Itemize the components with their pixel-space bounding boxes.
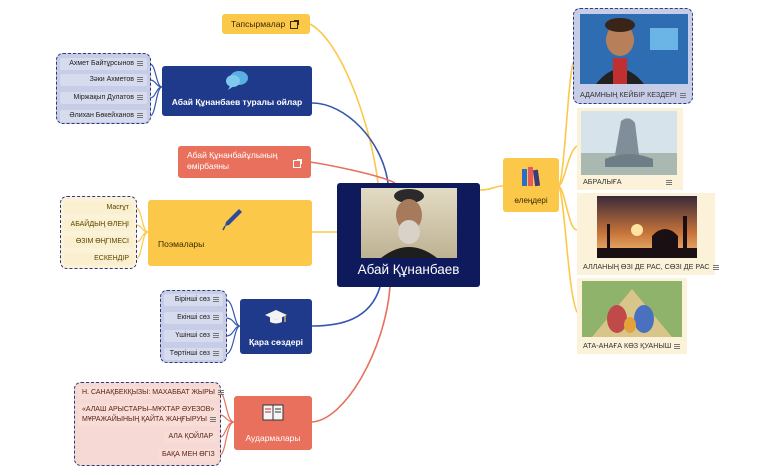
books-icon: [522, 167, 541, 187]
words-node[interactable]: Қара сөздері: [240, 299, 312, 354]
biography-label-line1: Абай Құнанбайұлының: [187, 150, 278, 160]
translations-node[interactable]: Аудармалары: [234, 396, 312, 450]
translation-item[interactable]: «АЛАШ АРЫСТАРЫ–МҰХТАР ӘУЕЗОВ» МҰРАЖАЙЫНЫ…: [78, 404, 217, 426]
word-item[interactable]: Екінші сөз: [164, 312, 223, 324]
mosque-sunset-image: [597, 196, 697, 258]
translation-item[interactable]: БАҚА МЕН ӨГІЗ: [158, 449, 217, 461]
center-title: Абай Құнанбаев: [357, 262, 460, 277]
tasks-node[interactable]: Тапсырмалар: [222, 14, 310, 34]
chat-bubble-icon: [226, 71, 248, 90]
notes-icon: [137, 60, 143, 66]
word-item[interactable]: Үшінші сөз: [164, 330, 223, 342]
notes-icon: [213, 350, 219, 356]
portrait-image: [361, 188, 457, 258]
poems-label: Поэмалары: [158, 239, 205, 249]
song-card[interactable]: АБРАЛЫҒА: [577, 108, 683, 190]
thought-item[interactable]: Әлихан Бөкейханов: [60, 110, 147, 122]
poem-item[interactable]: ӨЗІМ ӨҢГІМЕСІ: [64, 236, 133, 248]
notes-icon: [213, 314, 219, 320]
thought-item[interactable]: Ахмет Байтұрсынов: [60, 58, 147, 70]
notes-icon: [679, 92, 686, 98]
songs-node[interactable]: өлеңдері: [503, 158, 559, 212]
word-item[interactable]: Бірінші сөз: [164, 294, 223, 306]
song-card[interactable]: АЛЛАНЫҢ ӨЗІ ДЕ РАС, СӨЗІ ДЕ РАС: [577, 193, 719, 275]
biography-node[interactable]: Абай Құнанбайұлының өмірбаяны: [178, 146, 311, 178]
notes-icon: [137, 112, 143, 118]
tasks-label: Тапсырмалар: [231, 19, 286, 29]
songs-label: өлеңдері: [514, 196, 548, 205]
poem-item[interactable]: Масғұт: [64, 202, 133, 214]
notes-icon: [137, 94, 143, 100]
words-label: Қара сөздері: [248, 337, 304, 347]
poem-item[interactable]: АБАЙДЫҢ ӨЛЕҢІ: [64, 219, 133, 231]
song-card[interactable]: АТА-АНАҒА КӨЗ ҚУАНЫШ: [577, 278, 687, 354]
book-icon: [262, 404, 284, 421]
notes-icon: [665, 179, 672, 185]
thoughts-label: Абай Құнанбаев туралы ойлар: [171, 97, 303, 107]
notes-icon: [209, 416, 216, 422]
notes-icon: [137, 76, 143, 82]
poems-node[interactable]: Поэмалары: [148, 200, 312, 266]
notes-icon: [213, 332, 219, 338]
notes-icon: [218, 389, 224, 395]
song-card[interactable]: АДАМНЫҢ КЕЙБІР КЕЗДЕРІ: [573, 8, 693, 104]
external-link-icon[interactable]: [290, 19, 300, 29]
center-topic[interactable]: Абай Құнанбаев: [337, 183, 480, 287]
notes-icon: [213, 296, 219, 302]
song-card-caption: АБРАЛЫҒА: [583, 177, 622, 186]
thought-item[interactable]: Міржақып Дулатов: [60, 92, 147, 104]
translation-item[interactable]: Н. САНАҚБЕКҚЫЗЫ: МАХАББАТ ЖЫРЫ: [78, 387, 224, 399]
thoughts-node[interactable]: Абай Құнанбаев туралы ойлар: [162, 66, 312, 116]
statue-image: [581, 111, 677, 175]
song-card-caption: АЛЛАНЫҢ ӨЗІ ДЕ РАС, СӨЗІ ДЕ РАС: [583, 262, 710, 271]
translations-label: Аудармалары: [245, 433, 301, 443]
notes-icon: [674, 343, 681, 349]
graduation-cap-icon: [265, 310, 287, 324]
song-card-caption: АТА-АНАҒА КӨЗ ҚУАНЫШ: [583, 341, 672, 350]
pen-icon: [222, 209, 242, 231]
thought-item[interactable]: Зәки Ахметов: [60, 74, 147, 86]
family-painting-image: [582, 281, 682, 337]
notes-icon: [712, 264, 719, 270]
poem-item[interactable]: ЕСКЕНДІР: [64, 253, 133, 265]
biography-label-line2: өмірбаяны: [187, 161, 229, 171]
word-item[interactable]: Төртінші сөз: [164, 348, 223, 360]
song-card-caption: АДАМНЫҢ КЕЙБІР КЕЗДЕРІ: [580, 90, 677, 99]
portrait-painting-image: [580, 14, 688, 84]
translation-item[interactable]: АЛА ҚОЙЛАР: [164, 431, 217, 443]
external-link-icon[interactable]: [293, 159, 302, 168]
